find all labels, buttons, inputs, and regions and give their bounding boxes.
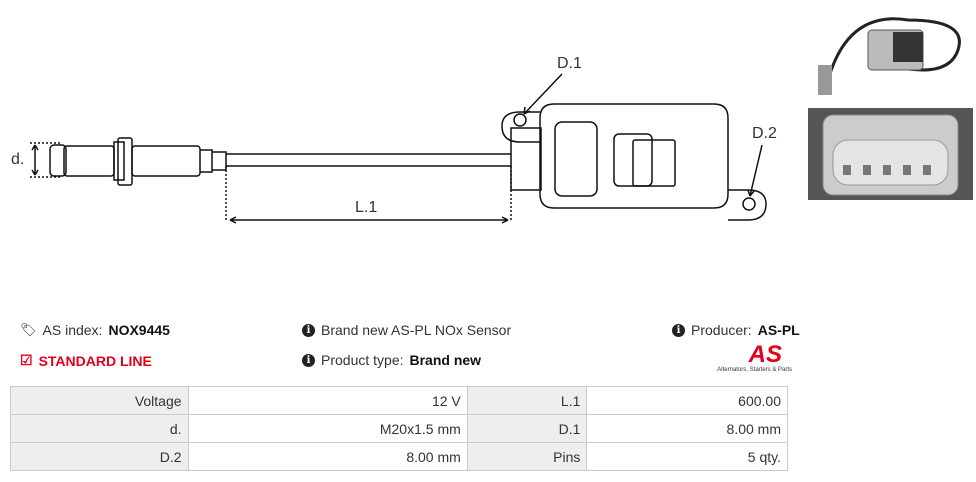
checkbox-icon: ☑ [20, 352, 33, 368]
label-l1: L.1 [355, 199, 378, 216]
label-d2: D.2 [752, 125, 777, 142]
info-icon: i [302, 353, 315, 367]
info-icon: i [302, 323, 315, 337]
label-d: d. [11, 151, 25, 168]
technical-drawing [30, 73, 767, 224]
as-pl-logo: AS Alternators, Starters & Parts [717, 341, 792, 374]
tags-icon: 🏷 [20, 322, 37, 337]
label-d1: D.1 [557, 55, 582, 72]
product-photos [808, 0, 973, 200]
as-index: 🏷 AS index:NOX9445 [20, 322, 170, 338]
info-icon: i [672, 323, 685, 337]
standard-line: ☑STANDARD LINE [20, 352, 152, 369]
